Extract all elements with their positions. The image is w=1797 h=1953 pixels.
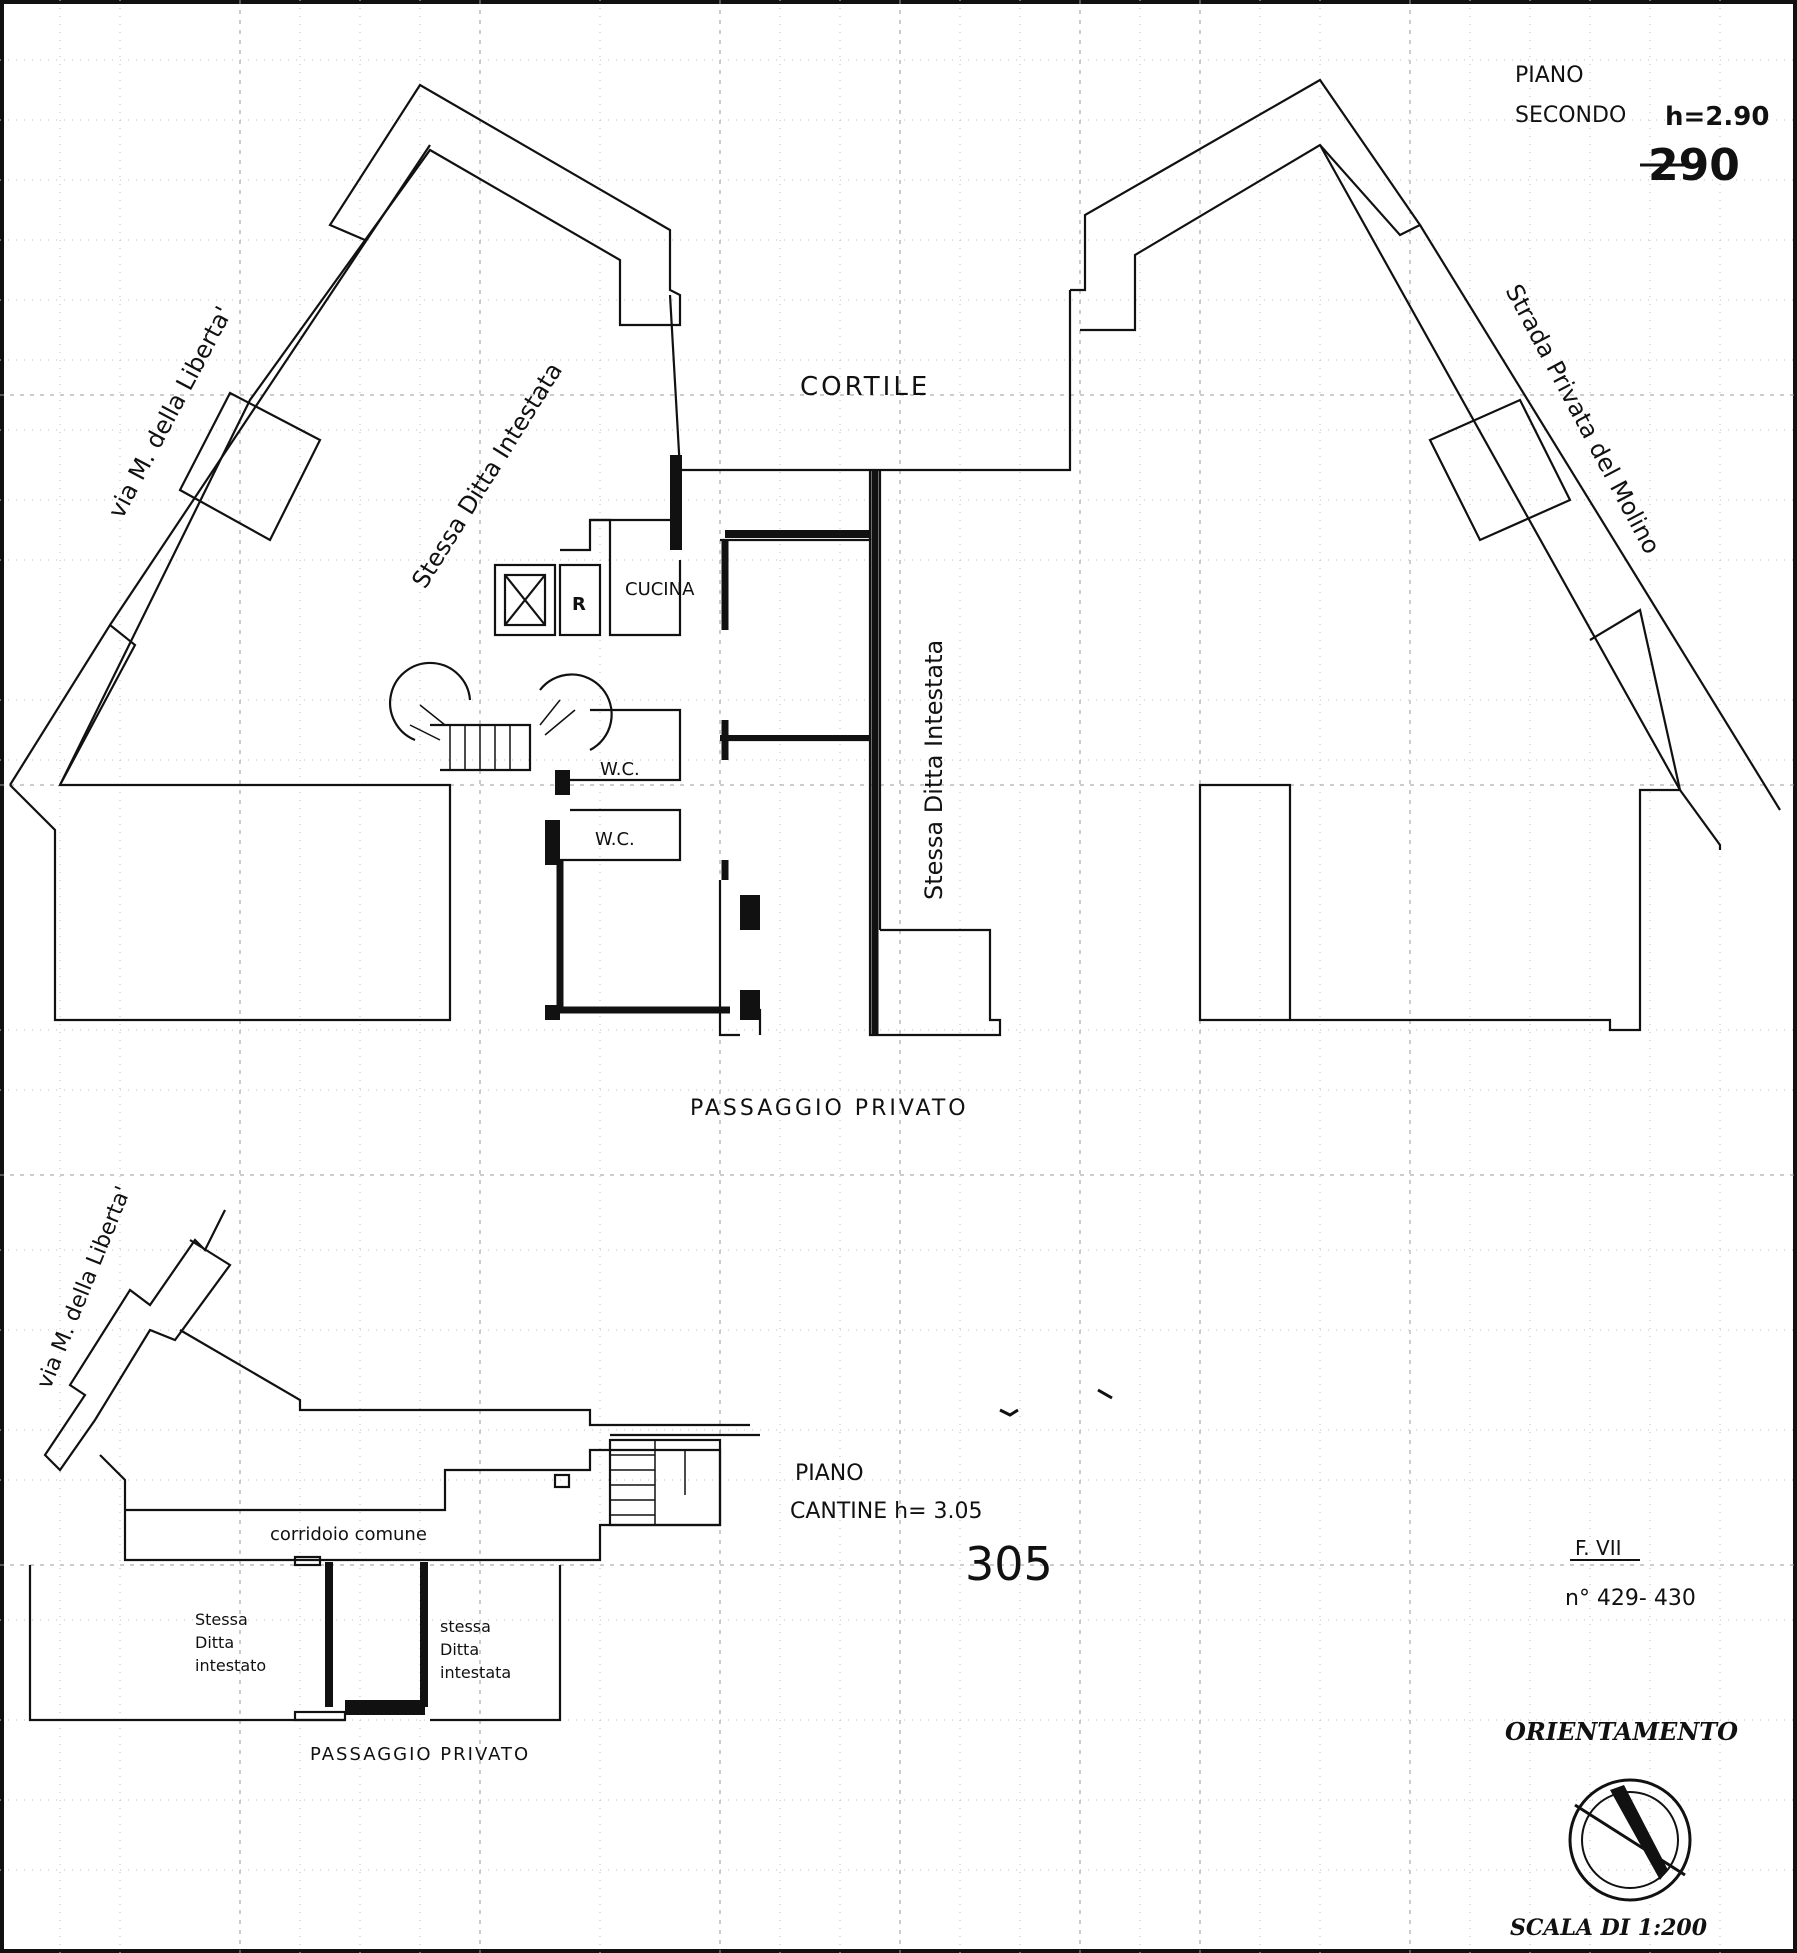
strada-privata-molino: Strada Privata del Molino (1500, 280, 1666, 559)
floor-second-line2: SECONDO (1515, 103, 1626, 128)
floor-cantine-height-hand: 305 (965, 1537, 1053, 1591)
via-liberta-top: via M. della Liberta' (103, 302, 238, 523)
stessa-a-line1: Stessa (195, 1610, 248, 1629)
stessa-a-line3: intestato (195, 1656, 266, 1675)
corridoio-comune-label: corridoio comune (270, 1524, 427, 1545)
compass-icon (1568, 1778, 1692, 1902)
passaggio-privato-top: PASSAGGIO PRIVATO (690, 1096, 969, 1121)
floor-cantine-line1: PIANO (795, 1461, 864, 1486)
particelle-reference: n° 429- 430 (1565, 1586, 1696, 1611)
foglio-reference: F. VII (1575, 1536, 1621, 1560)
wc1-label: W.C. (600, 759, 640, 780)
stray-mark-1 (999, 1408, 1019, 1417)
orientamento-title: ORIENTAMENTO (1505, 1717, 1738, 1746)
stray-mark-2 (1097, 1388, 1113, 1400)
second-floor-building-outline (9, 78, 1781, 1037)
cucina-label: CUCINA (625, 579, 695, 600)
r-label: R (572, 594, 586, 615)
stessa-b-line2: Ditta (440, 1640, 479, 1659)
stessa-ditta-center: Stessa Ditta Intestata (920, 640, 948, 900)
wc2-label: W.C. (595, 829, 635, 850)
floor-second-height-typed: h=2.90 (1665, 102, 1769, 132)
stessa-ditta-left: Stessa Ditta Intestata (406, 358, 568, 594)
passaggio-privato-bottom: PASSAGGIO PRIVATO (310, 1744, 530, 1765)
floor-second-line1: PIANO (1515, 63, 1584, 88)
floor-cantine-line2: CANTINE h= 3.05 (790, 1499, 983, 1524)
stessa-b-line3: intestata (440, 1663, 511, 1682)
scale-label: SCALA DI 1:200 (1510, 1915, 1708, 1941)
stessa-b-line1: stessa (440, 1617, 491, 1636)
cantine-floor-outline (28, 1209, 760, 1722)
stessa-a-line2: Ditta (195, 1633, 234, 1652)
cortile-label: CORTILE (800, 372, 930, 402)
